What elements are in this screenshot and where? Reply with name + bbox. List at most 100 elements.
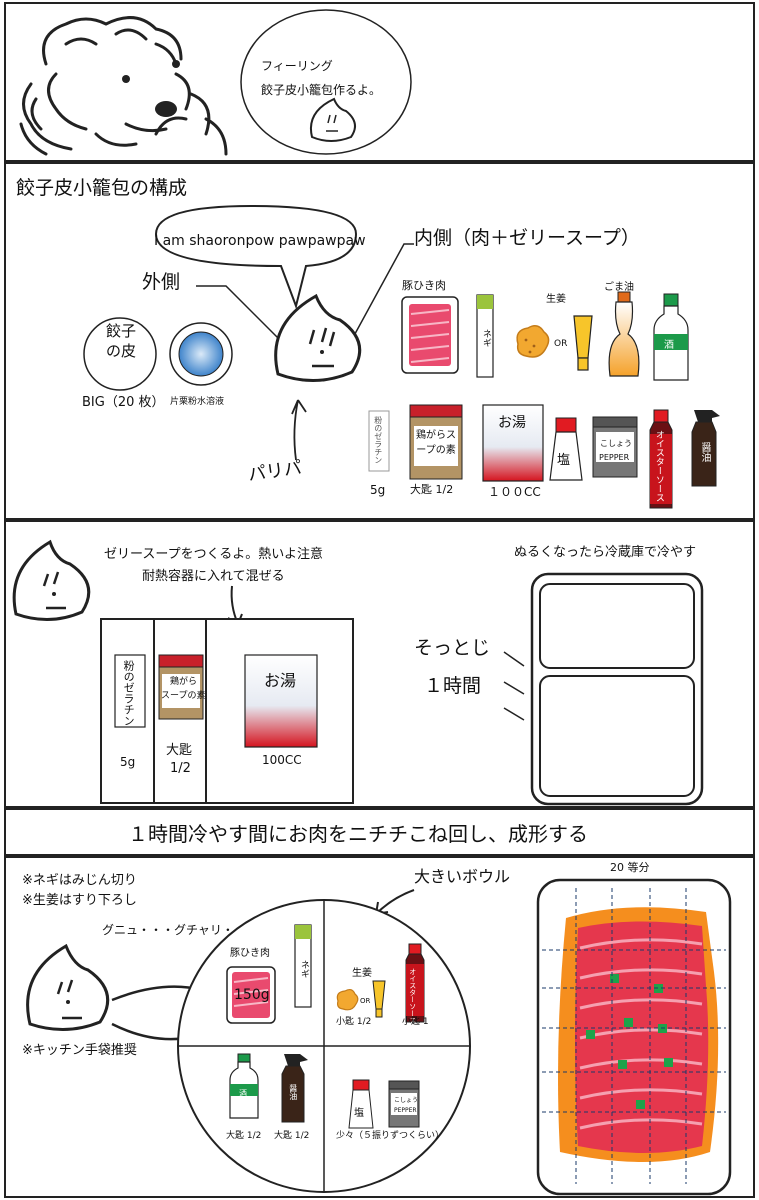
- ginger-icon: [516, 325, 550, 358]
- meat-tray: [536, 878, 732, 1196]
- oyster-sauce-icon: [405, 943, 425, 1023]
- salt-shaker-icon: [549, 417, 583, 481]
- fridge-icon: [530, 572, 704, 806]
- speech-bubble: [154, 204, 358, 310]
- ginger-or: OR: [554, 339, 568, 349]
- soy-sauce-icon: [281, 1054, 308, 1123]
- pepper-label-jp: こしょう: [600, 439, 632, 448]
- wrapper-circle: [83, 317, 157, 391]
- sake-bottle-icon: [653, 293, 689, 381]
- outer-arrow: [196, 285, 287, 347]
- sake-bottle-icon: [229, 1053, 259, 1119]
- inner-arrow: [343, 243, 414, 355]
- stock-label-line2: スープの素: [161, 691, 206, 701]
- panel-banner: １時間冷やす間にお肉をニチチこね回し、成形する: [4, 808, 755, 856]
- divide-label: 20 等分: [610, 861, 650, 874]
- bowl-pork-label: 豚ひき肉: [230, 948, 270, 959]
- starch-caption: 片栗粉水溶液: [170, 397, 225, 407]
- ginger-amount: 小匙 1/2: [336, 1017, 372, 1027]
- salt-label: 塩: [557, 453, 571, 468]
- fridge-caption: ぬるくなったら冷蔵庫で冷やす: [514, 545, 697, 560]
- negi-label: ネギ: [298, 960, 309, 978]
- negi-icon: [294, 924, 312, 1008]
- instruction-line1: ゼリースープをつくるよ。熱いよ注意: [104, 547, 324, 562]
- bubble-text-line2: 餃子皮小籠包作るよ。: [261, 83, 382, 97]
- hotwater-label: お湯: [498, 415, 526, 431]
- gently-label: そっとじ: [414, 637, 491, 659]
- oyster-label: オイスターソース: [408, 968, 417, 1024]
- soy-label: 醤油: [699, 442, 710, 462]
- dumpling-mini-icon: [310, 97, 356, 142]
- sesame-label: ごま油: [604, 282, 634, 293]
- bowl-ginger-label: 生姜: [352, 968, 372, 979]
- wrapper-caption: BIG（20 枚）: [82, 395, 165, 410]
- negi-icon: [476, 294, 494, 378]
- note-negi: ※ネギはみじん切り: [22, 873, 137, 888]
- stock-label-line1: 鶏がら: [170, 677, 198, 687]
- gelatin-amount: 5g: [370, 483, 386, 497]
- sesame-oil-icon: [608, 291, 640, 377]
- salt-label: 塩: [354, 1108, 364, 1119]
- stock-amount: 大匙 1/2: [410, 483, 454, 496]
- hotwater-icon: [482, 404, 544, 482]
- pork-pack-icon: [401, 296, 459, 374]
- pork-label: 豚ひき肉: [402, 279, 446, 292]
- panel-composition: 餃子皮小籠包の構成 I am shaoronpow pawpawpaw 内側（肉…: [4, 162, 755, 520]
- ginger-tube-icon: [372, 980, 386, 1018]
- hotwater-label: お湯: [264, 671, 297, 690]
- pepper-can-icon: [388, 1080, 420, 1128]
- salt-pepper-amount: 少々（５振りずつくらい）: [336, 1131, 445, 1141]
- dumpling-character: [12, 539, 91, 622]
- pepper-label-en: PEPPER: [394, 1107, 417, 1114]
- pepper-can-icon: [592, 416, 638, 478]
- gelatin-label: 粉のゼラチン: [122, 660, 136, 726]
- salt-shaker-icon: [348, 1079, 374, 1129]
- bowl-ginger-or: OR: [360, 997, 371, 1005]
- starch-bowl-icon: [169, 322, 233, 386]
- gelatin-pack-icon: [114, 654, 146, 728]
- soy-label: 醤油: [288, 1084, 298, 1100]
- hotwater-amount: 100CC: [262, 753, 302, 767]
- pork-pack-icon: [226, 966, 276, 1024]
- stock-amount-line1: 大匙: [166, 743, 193, 758]
- outer-label: 外側: [142, 271, 181, 293]
- motion-lines: [503, 651, 525, 721]
- gelatin-amount: 5g: [120, 755, 136, 769]
- oyster-label: オイスターソース: [653, 430, 664, 502]
- mixing-bowl: [177, 899, 471, 1193]
- oyster-sauce-icon: [649, 409, 673, 509]
- soy-sauce-icon: [691, 410, 720, 487]
- inner-label: 内側（肉＋ゼリースープ）: [414, 227, 640, 249]
- crispy-label: パリパ: [246, 457, 304, 486]
- sake-label: 酒: [664, 340, 674, 351]
- panel-intro: フィーリング 餃子皮小籠包作るよ。: [4, 2, 755, 162]
- note-ginger: ※生姜はすり下ろし: [22, 893, 137, 908]
- ginger-icon: [336, 988, 359, 1011]
- panel-jelly-soup: ゼリースープをつくるよ。熱いよ注意 耐熱容器に入れて混ぜる 粉のゼラチン 5g …: [4, 520, 755, 808]
- sake-amount: 大匙 1/2: [226, 1131, 262, 1141]
- crispy-arrow: [291, 399, 307, 461]
- banner-text: １時間冷やす間にお肉をニチチこね回し、成形する: [128, 822, 588, 846]
- section-heading: 餃子皮小籠包の構成: [16, 177, 188, 199]
- ginger-label: 生姜: [546, 294, 566, 305]
- one-hour-label: １時間: [424, 675, 482, 697]
- speech-text: I am shaoronpow pawpawpaw: [154, 233, 366, 249]
- panel-shaping: ※ネギはみじん切り ※生姜はすり下ろし グニュ・・・グチャリ・・・ ※キッチン手…: [4, 856, 755, 1198]
- thought-bubble: [240, 9, 412, 155]
- stock-jar-icon: [409, 404, 463, 480]
- dog-character-illustration: [19, 16, 228, 156]
- sake-label: 酒: [239, 1089, 247, 1098]
- negi-label: ネギ: [480, 329, 491, 347]
- ginger-tube-icon: [573, 315, 593, 371]
- dumpling-character: [274, 293, 362, 383]
- pepper-label-jp: こしょう: [394, 1097, 419, 1104]
- stock-amount-line2: 1/2: [170, 761, 191, 776]
- bowl-label: 大きいボウル: [414, 867, 511, 886]
- pork-amount: 150g: [234, 987, 270, 1003]
- hotwater-icon: [244, 654, 318, 748]
- bubble-text-line1: フィーリング: [261, 59, 333, 73]
- hotwater-amount: １００CC: [488, 485, 541, 499]
- soy-amount: 大匙 1/2: [274, 1131, 310, 1141]
- pepper-label-en: PEPPER: [599, 453, 630, 462]
- gelatin-label: 粉のゼラチン: [373, 416, 383, 464]
